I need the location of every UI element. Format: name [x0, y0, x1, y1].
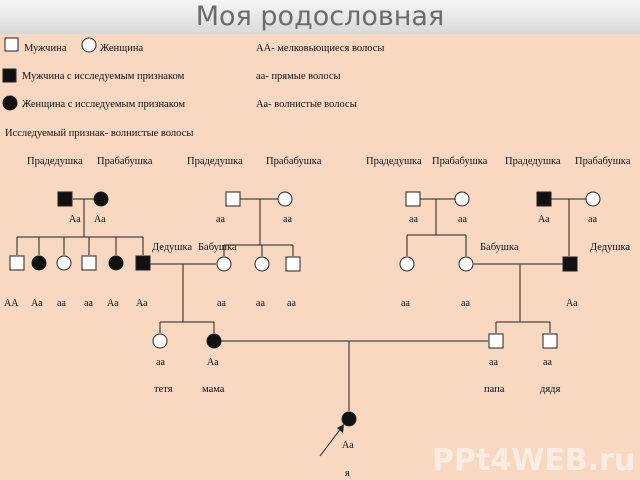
genotype-label: Аа	[69, 214, 81, 225]
label-me: я	[345, 468, 350, 479]
genotype-label: Аа	[31, 298, 43, 309]
person-male	[405, 191, 421, 207]
person-female	[56, 255, 72, 271]
person-grandfather-affected-male	[135, 255, 151, 271]
genotype-label: Аа	[538, 214, 550, 225]
genotype-label: аа	[217, 298, 226, 309]
person-grandmother-female	[458, 256, 474, 272]
genotype-label: аа	[287, 298, 296, 309]
label-great-grandmother: Прабабушка	[432, 156, 488, 167]
person-male	[81, 255, 97, 271]
genotype-label: АА	[4, 298, 19, 309]
genotype-label: Аа	[342, 440, 354, 451]
genotype-label: аа	[409, 214, 418, 225]
person-grandmother-female	[216, 256, 232, 272]
label-mom: мама	[202, 384, 225, 395]
person-grandfather-affected-male	[562, 256, 578, 272]
person-affected-female	[31, 255, 47, 271]
genotype-label: аа	[84, 298, 93, 309]
genotype-label: аа	[283, 214, 292, 225]
genotype-label: аа	[256, 298, 265, 309]
label-great-grandfather: Прадедушка	[187, 156, 243, 167]
watermark-logo: PPt4WEB.ru	[432, 443, 635, 478]
page-title: Моя родословная	[195, 1, 445, 32]
title-bar	[0, 0, 640, 34]
person-female	[399, 256, 415, 272]
person-affected-male	[536, 191, 552, 207]
label-great-grandmother: Прабабушка	[97, 156, 153, 167]
genotype-label: аа	[588, 214, 597, 225]
legend-affected-female-label: Женщина с исследуемым признаком	[22, 99, 185, 110]
label-grandfather: Дедушка	[152, 242, 192, 253]
person-female	[585, 191, 601, 207]
genotype-label: аа	[458, 214, 467, 225]
genotype-label: аа	[461, 298, 470, 309]
person-affected-female	[108, 255, 124, 271]
person-affected-female	[93, 191, 109, 207]
genotype-label: Аа	[566, 298, 578, 309]
label-great-grandmother: Прабабушка	[266, 156, 322, 167]
legend-female-label: Женщина	[100, 43, 143, 54]
person-male	[285, 256, 301, 272]
genotype-label: аа	[57, 298, 66, 309]
legend-trait-label: Исследуемый признак- волнистые волосы	[5, 128, 193, 139]
person-mom-affected-female	[206, 333, 222, 349]
genotype-label: Аа	[107, 298, 119, 309]
person-dad-male	[488, 333, 504, 349]
label-uncle: дядя	[540, 384, 561, 395]
label-great-grandfather: Прадедушка	[27, 156, 83, 167]
label-great-grandfather: Прадедушка	[505, 156, 561, 167]
label-grandfather: Дедушка	[590, 242, 630, 253]
legend-affected-male-label: Мужчина с исследуемым признаком	[22, 71, 185, 82]
genotype-label: Аа	[136, 298, 148, 309]
person-female	[254, 256, 270, 272]
genotype-label: Аа	[94, 214, 106, 225]
genotype-label: Аа	[207, 357, 219, 368]
legend-affected-male-symbol	[2, 68, 17, 83]
person-uncle-male	[542, 333, 558, 349]
legend-male-symbol	[4, 37, 19, 52]
legend-affected-female-symbol	[2, 95, 18, 111]
label-great-grandfather: Прадедушка	[366, 156, 422, 167]
person-male	[9, 255, 25, 271]
label-grandmother: Бабушка	[480, 242, 519, 253]
legend-female-symbol	[81, 37, 97, 53]
person-female	[454, 191, 470, 207]
label-aunt: тетя	[154, 384, 173, 395]
genotype-label: аа	[401, 298, 410, 309]
person-affected-male	[57, 191, 73, 207]
legend-genotype-aa: аа- прямые волосы	[256, 71, 341, 82]
legend-genotype-AA: АА- мелковьющиеся волосы	[256, 43, 384, 54]
genotype-label: аа	[489, 357, 498, 368]
genotype-label: аа	[216, 214, 225, 225]
person-female	[277, 191, 293, 207]
label-grandmother: Бабушка	[198, 242, 237, 253]
pedigree-lines	[16, 198, 586, 457]
genotype-label: аа	[156, 357, 165, 368]
proband-arrow	[337, 424, 344, 433]
legend-male-label: Мужчина	[24, 43, 67, 54]
label-great-grandmother: Прабабушка	[575, 156, 631, 167]
legend-genotype-Aa: Аа- волнистые волосы	[256, 99, 357, 110]
label-dad: папа	[484, 384, 505, 395]
person-aunt-female	[152, 333, 168, 349]
person-male	[225, 191, 241, 207]
genotype-label: аа	[543, 357, 552, 368]
person-me-affected-female	[341, 411, 357, 427]
